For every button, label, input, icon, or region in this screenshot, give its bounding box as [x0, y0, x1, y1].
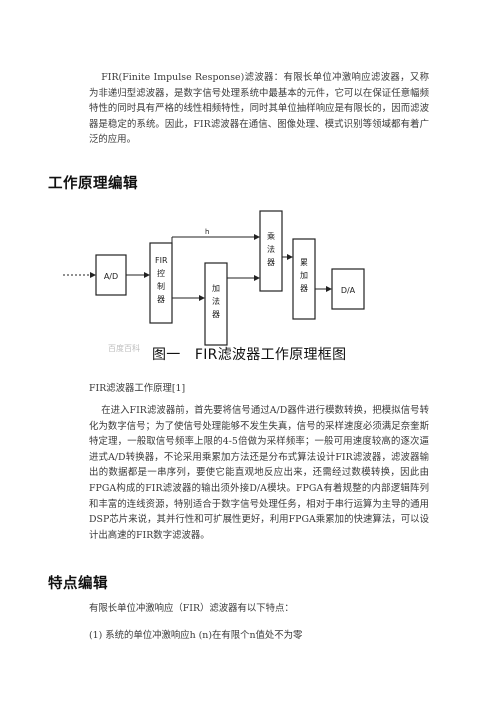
body-paragraph: 在进入FIR滤波器前，首先要将信号通过A/D器件进行模数转换，把模拟信号转化为数…	[89, 405, 429, 541]
accumulator-block	[292, 238, 316, 320]
multiplier-block	[259, 210, 283, 292]
fir-controller-block	[149, 242, 173, 324]
da-block	[331, 268, 365, 310]
diagram-caption: 图一 FIR滤波器工作原理框图	[152, 347, 347, 363]
fir-block-diagram: A/D FIR 控 制 器 h 加 法 器 乘 法 器 累 加 器 D/A	[63, 210, 365, 346]
adder-label: 加 法 器	[212, 283, 223, 319]
features-intro: 有限长单位冲激响应（FIR）滤波器有以下特点：	[89, 603, 294, 614]
fir-controller-label: FIR 控 制 器	[155, 256, 170, 304]
intro-paragraph: FIR(Finite Impulse Response)滤波器：有限长单位冲激响…	[89, 72, 429, 146]
section-heading-working-principle: 工作原理编辑	[48, 176, 138, 192]
adder-block	[204, 262, 228, 346]
h-label: h	[205, 228, 209, 236]
ad-label: A/D	[104, 272, 118, 281]
accumulator-label: 累 加 器	[300, 258, 311, 293]
watermark: 百度百科	[108, 344, 140, 353]
ad-block	[95, 254, 127, 296]
multiplier-label: 乘 法 器	[267, 231, 278, 267]
da-label: D/A	[341, 286, 356, 295]
feature-item-1: (1) 系统的单位冲激响应h (n)在有限个n值处不为零	[89, 630, 303, 641]
reference-line: FIR滤波器工作原理[1]	[89, 383, 186, 394]
section-heading-features: 特点编辑	[48, 576, 108, 592]
